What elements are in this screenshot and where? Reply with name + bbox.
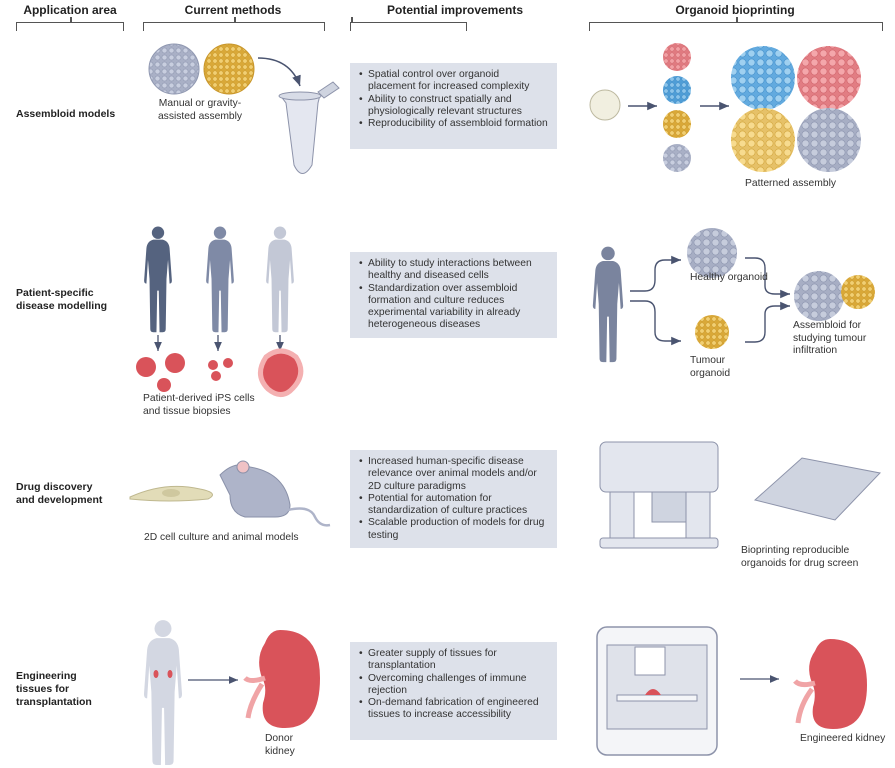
microtube-icon [278,81,340,174]
healthy-organoid-icon [687,228,737,278]
column-header-potential-improvements: Potential improvements [386,3,524,17]
bracket-current-methods [143,17,325,31]
bracket-organoid-bioprinting [589,17,883,31]
donor-transplant-illustration [143,620,320,765]
ips-cell-clusters-icon [136,353,233,392]
person-dark-icon [144,226,172,333]
well-plate-icon [753,457,881,521]
improvement-item: Scalable production of models for drug t… [359,517,549,542]
caption-healthy-organoid: Healthy organoid [690,272,768,283]
blue-organoid-icon [663,76,691,104]
patterned-assembly-illustration [589,43,861,172]
tissue-biopsy-icon [258,348,304,397]
improvements-box-assembloid: Spatial control over organoid placement … [350,63,557,149]
improvement-item: Spatial control over organoid placement … [359,69,549,94]
column-header-application-area: Application area [23,3,117,17]
drug-screen-illustration [599,441,881,549]
caption-manual-assembly: Manual or gravity-assisted assembly [157,98,243,122]
red-organoid-icon [663,43,691,71]
person-mid-icon [206,226,234,333]
improvement-item: Ability to study interactions between he… [359,258,549,283]
yellow-organoid-icon [203,43,255,95]
improvement-item: Reproducibility of assembloid formation [359,118,549,131]
patterned-red-organoid [797,46,861,110]
assembloid-current-illustration [148,43,340,174]
bracket-potential-improvements [350,17,467,31]
engineered-kidney-illustration [596,626,867,756]
caption-drug-screen: Bioprinting reproducible organoids for d… [741,545,859,569]
improvements-box-engineering: Greater supply of tissues for transplant… [350,642,557,740]
caption-engineered-kidney: Engineered kidney [800,733,886,744]
mouse-icon [219,460,331,527]
person-donor-icon [143,620,183,765]
assembloid-healthy-part [794,271,844,321]
patterned-blue-organoid [731,46,795,110]
caption-tumour-organoid: Tumour organoid [690,355,731,379]
improvement-item: On-demand fabrication of engineered tiss… [359,697,549,722]
caption-patterned-assembly: Patterned assembly [745,178,837,189]
improvement-item: Ability to construct spatially and physi… [359,94,549,119]
grey-organoid-icon [148,43,200,95]
improvement-item: Overcoming challenges of immune rejectio… [359,673,549,698]
caption-2d-culture: 2D cell culture and animal models [144,532,299,543]
column-header-organoid-bioprinting: Organoid bioprinting [675,3,795,17]
cell-culture-and-mouse [129,460,331,527]
improvement-item: Standardization over assembloid formatio… [359,283,549,332]
caption-assembloid: Assembloid for studying tumour infiltrat… [793,320,867,356]
person-patient-icon [592,246,624,363]
improvement-item: Greater supply of tissues for transplant… [359,648,549,673]
3d-printer-icon [596,626,718,756]
yellow-organoid-icon [663,110,691,138]
improvement-item: Potential for automation for standardiza… [359,493,549,518]
grey-organoid-icon [663,144,691,172]
tumour-assembloid-illustration [592,228,875,363]
patterned-grey-organoid [797,108,861,172]
patterned-yellow-organoid [731,108,795,172]
patient-silhouettes [136,226,304,397]
bioprinter-icon [599,441,719,549]
assembloid-tumour-part [841,275,875,309]
engineered-kidney-icon [793,639,867,729]
row-label-assembloid-models: Assembloid models [16,108,116,120]
tumour-organoid-icon [695,315,729,349]
curved-arrow-icon [257,57,301,87]
bracket-application-area [16,17,124,31]
person-light-icon [266,226,294,333]
improvements-box-patient-specific: Ability to study interactions between he… [350,252,557,338]
improvements-box-drug-discovery: Increased human-specific disease relevan… [350,450,557,548]
donor-kidney-icon [243,630,320,728]
stem-cell-icon [589,89,621,121]
improvement-item: Increased human-specific disease relevan… [359,456,549,493]
column-header-current-methods: Current methods [184,3,282,17]
